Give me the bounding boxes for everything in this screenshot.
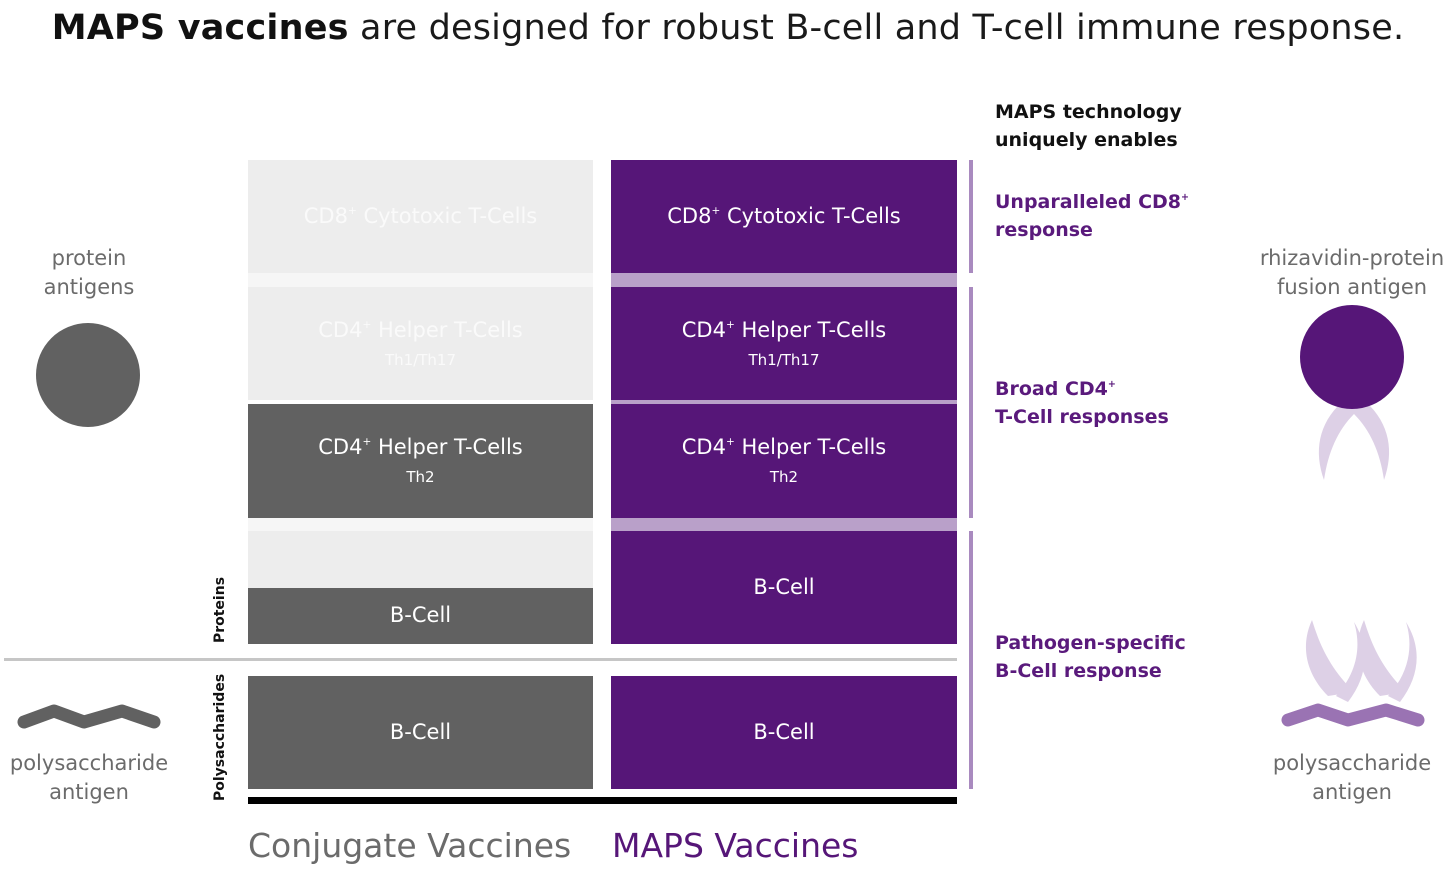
left-polysaccharide-label: polysaccharide antigen [9,751,169,804]
maps-separator-2 [611,518,957,531]
cd4-label: CD4+ Helper T-Cells [318,435,523,460]
conjugate-protein-bcell: B-Cell [248,588,593,644]
fusion-antigen-label: rhizavidin-protein fusion antigen [1259,246,1445,299]
maps-protein-bcell: B-Cell [611,531,957,644]
row-label-proteins: Proteins [212,576,228,644]
row-label-polysaccharides: Polysaccharides [212,673,228,801]
benefit-cd4: Broad CD4+ T-Cell responses [995,378,1169,428]
baseline-bar [248,797,957,804]
conjugate-cd4-th1-cell: CD4+ Helper T-Cells Th1/Th17 [248,287,593,400]
protein-antigens-label: protein antigens [43,246,135,299]
title-rest: are designed for robust B-cell and T-cel… [348,8,1405,48]
th2-label: Th2 [769,468,799,487]
maps-cd4-th2-cell: CD4+ Helper T-Cells Th2 [611,404,957,518]
conjugate-separator-2 [248,518,593,531]
cd4-label: CD4+ Helper T-Cells [318,317,523,342]
fusion-antigen-icon [1300,305,1404,480]
maps-poly-bcell: B-Cell [611,676,957,789]
right-panel-heading: MAPS technology uniquely enables [995,99,1182,154]
bcell-label: B-Cell [753,574,815,599]
protein-antigen-icon [36,323,140,427]
maps-cd8-cell: CD8+ Cytotoxic T-Cells [611,160,957,273]
th1-label: Th1/Th17 [384,350,457,369]
heading-line2: uniquely enables [995,128,1178,151]
cd4-label: CD4+ Helper T-Cells [681,317,887,342]
title-bold: MAPS vaccines [51,8,349,48]
maps-cd4-th1-cell: CD4+ Helper T-Cells Th1/Th17 [611,287,957,400]
benefit-bcell: Pathogen-specific B-Cell response [995,632,1186,682]
conjugate-poly-bcell: B-Cell [248,676,593,789]
polysaccharide-chain-icon [17,704,161,729]
cd4-label: CD4+ Helper T-Cells [681,435,887,460]
bracket-cd4 [969,287,973,518]
page-title: MAPS vaccines are designed for robust B-… [0,8,1456,48]
th2-label: Th2 [406,468,435,487]
bracket-bcell [969,531,973,789]
bcell-label: B-Cell [389,719,452,744]
benefit-cd8: Unparalleled CD8+ response [995,191,1189,241]
th1-label: Th1/Th17 [748,350,820,369]
right-polysaccharide-label: polysaccharide antigen [1272,751,1432,804]
bcell-label: B-Cell [753,719,815,744]
column-label-conjugate: Conjugate Vaccines [248,826,572,865]
bracket-cd8 [969,160,973,273]
bcell-label: B-Cell [389,603,452,628]
cd8-label: CD8+ Cytotoxic T-Cells [667,203,901,228]
cd8-label: CD8+ Cytotoxic T-Cells [303,203,538,228]
row-divider [4,658,957,661]
conjugate-cd8-cell: CD8+ Cytotoxic T-Cells [248,160,593,273]
maps-separator-1 [611,273,957,287]
heading-line1: MAPS technology [995,101,1182,123]
conjugate-cd4-th2-cell: CD4+ Helper T-Cells Th2 [248,404,593,518]
maps-separator-mid [611,400,957,404]
conjugate-separator-1 [248,273,593,287]
conjugate-bcell-empty [248,531,593,588]
column-label-maps: MAPS Vaccines [612,826,859,865]
maps-polysaccharide-icon [1281,620,1425,727]
